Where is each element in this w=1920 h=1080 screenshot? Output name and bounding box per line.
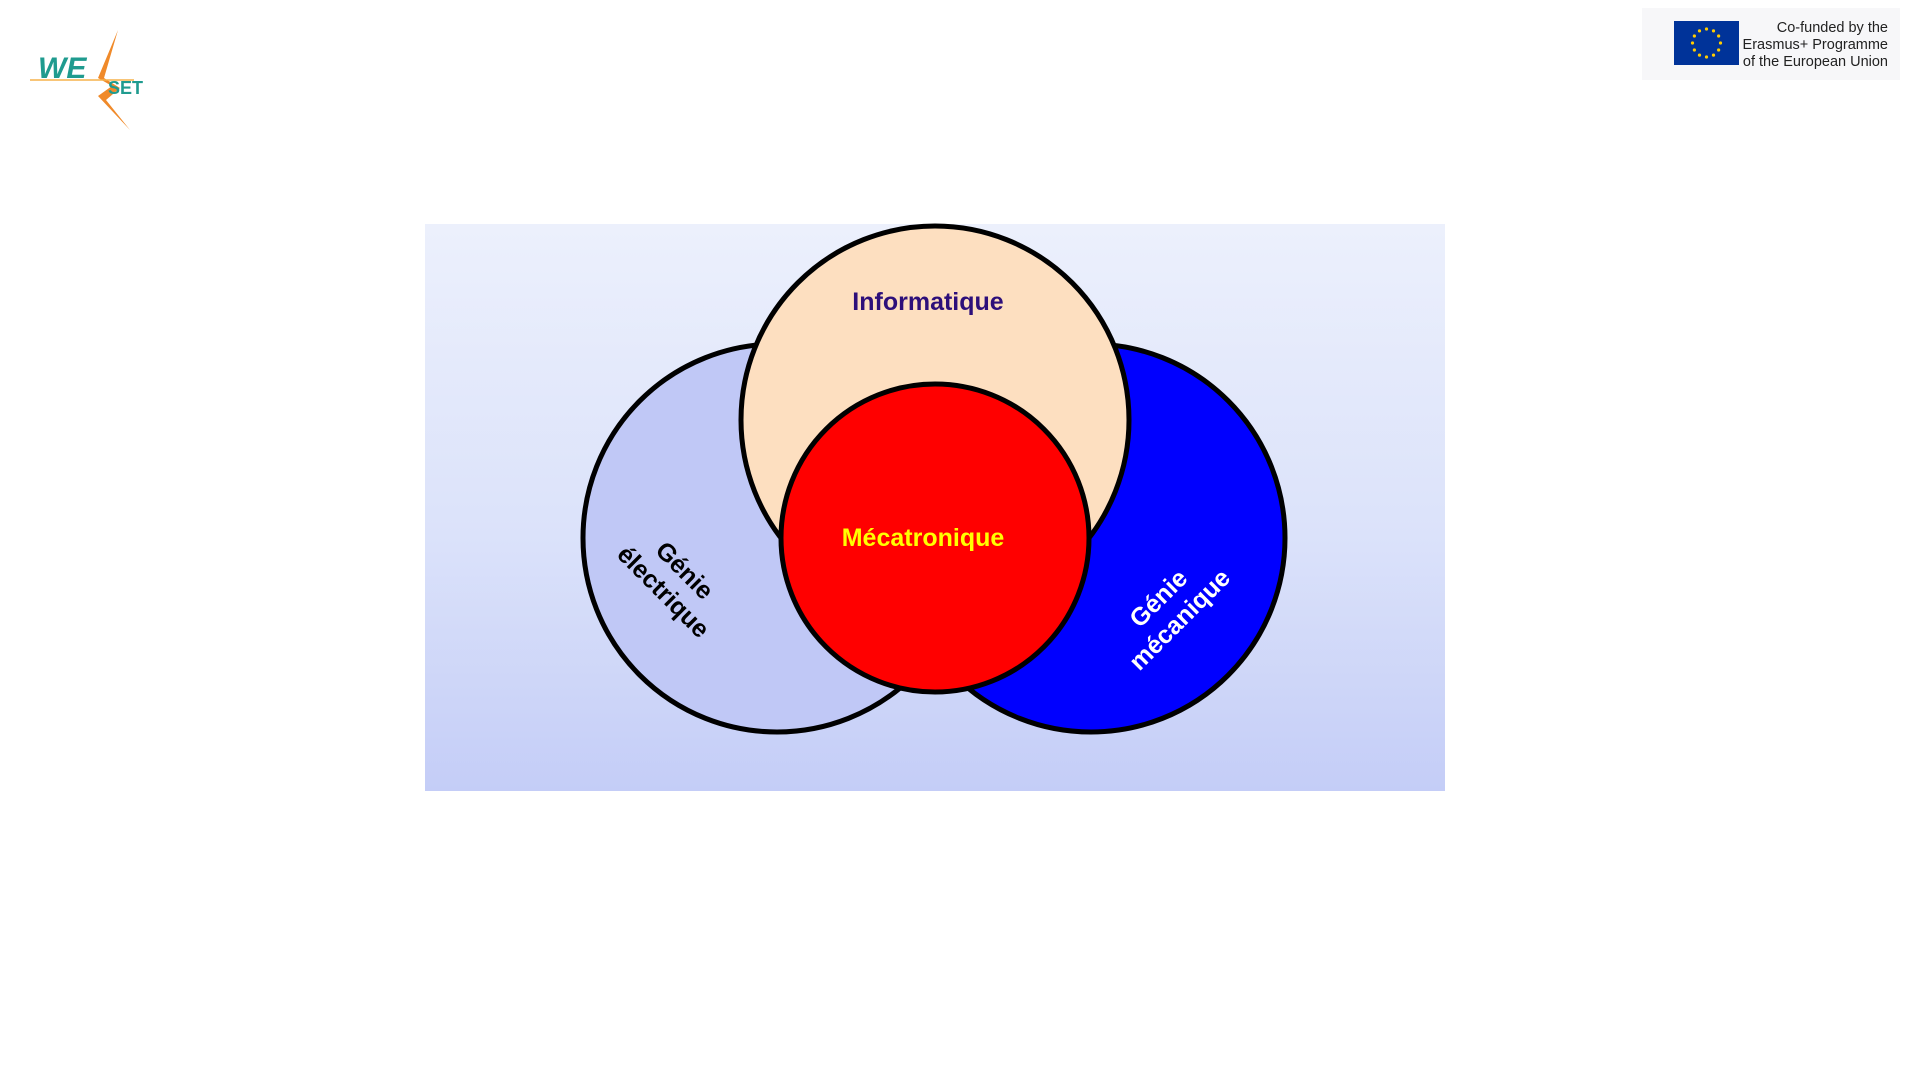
eu-flag-star (1691, 41, 1694, 44)
eu-text-line1: Co-funded by the (1743, 20, 1888, 37)
eu-cofunding-notice: Co-funded by the Erasmus+ Programme of t… (1642, 8, 1900, 80)
eu-flag-star (1712, 29, 1715, 32)
eu-text: Co-funded by the Erasmus+ Programme of t… (1743, 20, 1888, 71)
eu-text-line2: Erasmus+ Programme (1743, 37, 1888, 54)
eu-flag-star (1712, 54, 1715, 57)
eu-flag-star (1705, 27, 1708, 30)
eu-flag-icon (1674, 21, 1739, 65)
eu-flag-star (1717, 48, 1720, 51)
eu-flag-star (1719, 41, 1722, 44)
venn-diagram-panel: Informatique Mécatronique Génie électriq… (425, 224, 1445, 791)
eu-text-line3: of the European Union (1743, 54, 1888, 71)
eu-flag-star (1705, 55, 1708, 58)
label-mecatronique: Mécatronique (842, 524, 1005, 552)
logo-set-text: SET (108, 78, 143, 98)
eu-flag-star (1698, 29, 1701, 32)
logo-we-text: WE (38, 52, 87, 85)
eu-flag-star (1698, 54, 1701, 57)
weset-logo: WE SET (30, 28, 150, 134)
eu-flag-star (1693, 48, 1696, 51)
eu-flag-star (1693, 34, 1696, 37)
label-informatique: Informatique (852, 288, 1003, 316)
eu-flag-star (1717, 34, 1720, 37)
venn-diagram: Informatique Mécatronique Génie électriq… (425, 224, 1445, 791)
